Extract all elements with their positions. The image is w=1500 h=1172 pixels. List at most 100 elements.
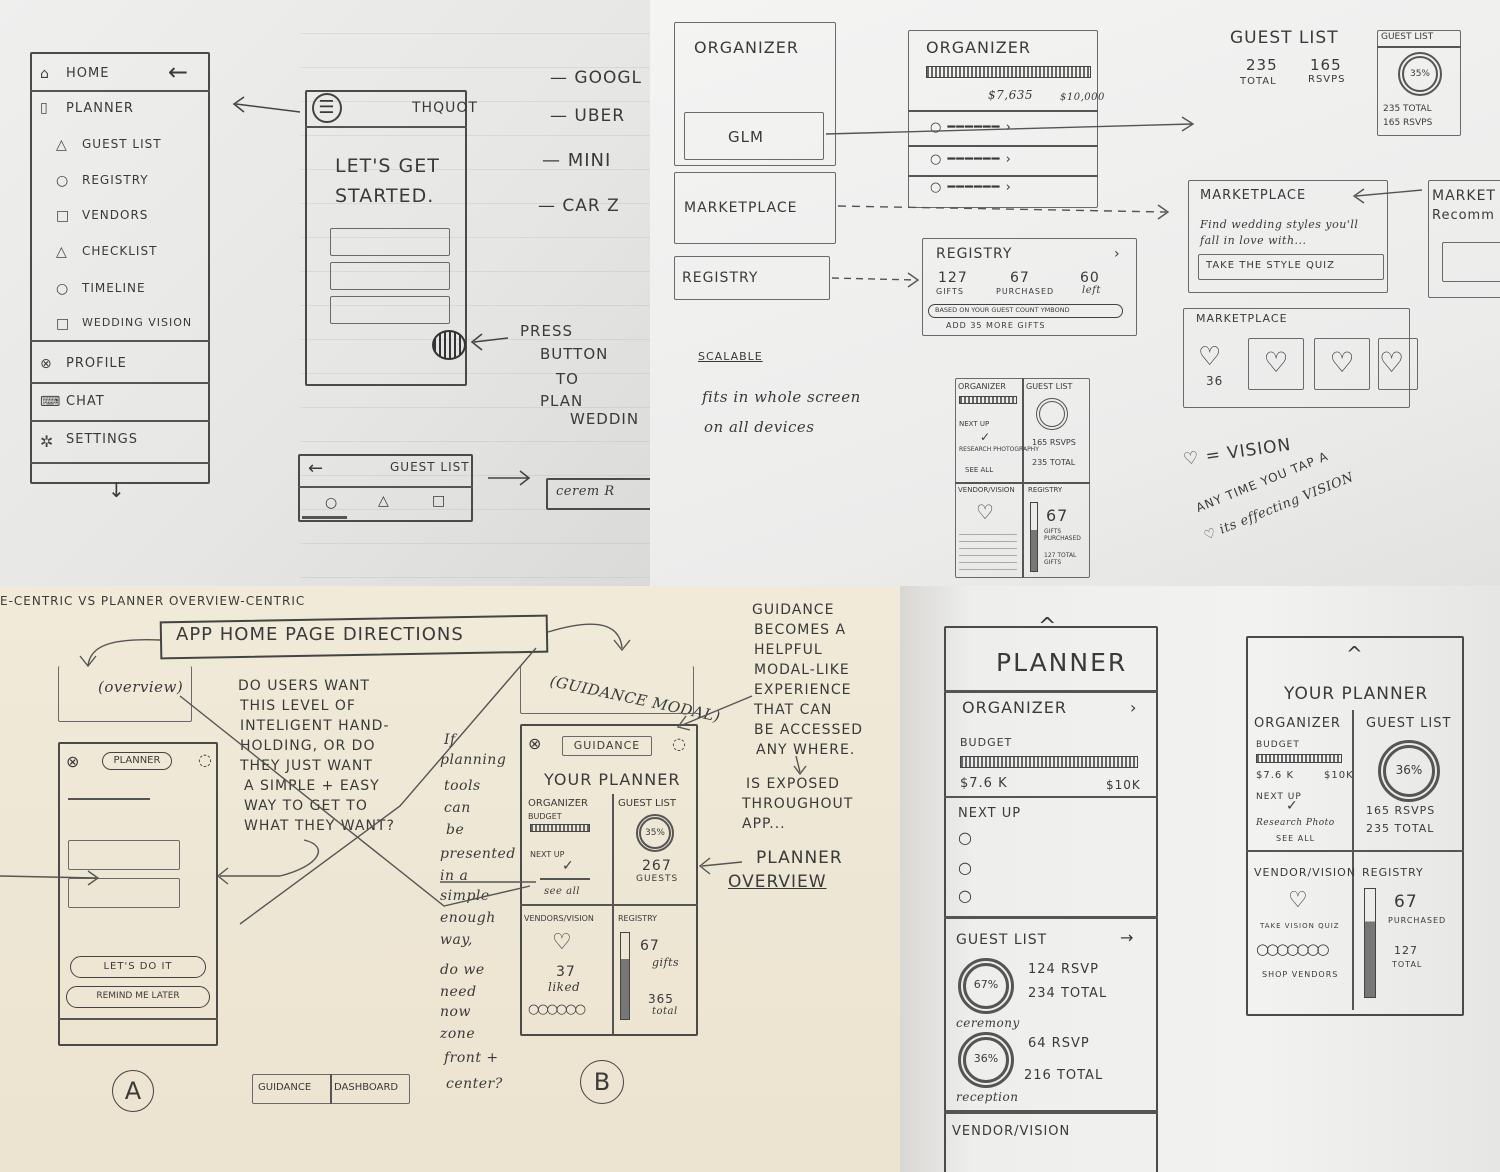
checkmark-icon: ✓ xyxy=(1286,798,1299,814)
planner-pill[interactable]: PLANNER xyxy=(102,752,172,770)
next-task: Research Photo xyxy=(1256,818,1335,828)
task-circle-icon[interactable]: ○ xyxy=(958,858,973,877)
menu-label: VENDORS xyxy=(82,208,149,222)
nav-glm-box[interactable] xyxy=(684,112,824,160)
remind-later-button[interactable]: REMIND ME LATER xyxy=(66,986,210,1008)
marketplace-title: MARKETPLACE xyxy=(1196,312,1288,325)
note-line: PRESS xyxy=(520,322,573,340)
note-line: PLAN xyxy=(540,392,584,410)
guest-progress-ring: 35% xyxy=(636,814,674,852)
guest-total: 235 TOTAL xyxy=(1366,822,1435,835)
menu-label: WEDDING VISION xyxy=(82,316,193,329)
marketplace-gallery-card[interactable] xyxy=(1183,308,1410,408)
reception-percent: 36% xyxy=(973,1052,999,1065)
triangle-icon: △ xyxy=(56,137,67,153)
nav-organizer-box[interactable] xyxy=(674,22,836,166)
task-circle-icon[interactable]: ○ xyxy=(958,828,973,847)
guest-card-line: 165 RSVPS xyxy=(1383,118,1433,128)
note-line: BUTTON xyxy=(540,345,609,363)
guest-list-label: GUEST LIST xyxy=(956,932,1048,948)
marketplace-text: Recomm xyxy=(1432,208,1495,223)
budget-label: BUDGET xyxy=(1256,740,1300,750)
vendor-dots[interactable]: ○○○○○○ xyxy=(528,1002,586,1017)
chevron-up-icon[interactable]: ^ xyxy=(1038,614,1058,639)
chat-icon[interactable]: ◌ xyxy=(672,734,687,753)
note-line: HELPFUL xyxy=(754,642,823,658)
style-quiz-button[interactable] xyxy=(1198,254,1384,280)
partial-tab-label: cerem R xyxy=(556,484,615,499)
back-arrow-icon[interactable]: ← xyxy=(168,58,190,86)
see-all-link[interactable]: see all xyxy=(544,886,581,897)
circle-icon: ○ xyxy=(56,281,69,297)
task-circle-icon[interactable]: ○ xyxy=(958,886,973,905)
ceremony-percent: 67% xyxy=(973,978,999,991)
marketplace-quiz-card[interactable] xyxy=(1188,180,1388,293)
square-icon: □ xyxy=(56,316,70,332)
take-quiz-link[interactable]: TAKE VISION QUIZ xyxy=(1260,922,1340,930)
divider xyxy=(1246,850,1464,852)
annotation-arrows xyxy=(232,96,531,486)
organizer-row-item[interactable]: ○ ━━━━━━ › xyxy=(930,180,1012,195)
plan-button[interactable] xyxy=(432,330,466,360)
divider xyxy=(30,340,210,342)
lets-do-it-button[interactable]: LET'S DO IT xyxy=(70,956,206,978)
input-field[interactable] xyxy=(330,262,450,290)
heart-icon[interactable]: ♡ xyxy=(1288,888,1309,913)
organizer-row-item[interactable]: ○ ━━━━━━ › xyxy=(930,152,1012,167)
tab-guidance[interactable]: GUIDANCE xyxy=(258,1082,312,1093)
circle-tab-icon[interactable]: ○ xyxy=(325,495,339,511)
registry-note-pill xyxy=(928,304,1123,318)
input-field[interactable] xyxy=(330,228,450,256)
style-image[interactable]: ♡ xyxy=(1378,338,1418,390)
see-all-link[interactable]: SEE ALL xyxy=(1276,834,1316,843)
back-arrow-icon[interactable]: ← xyxy=(308,458,325,479)
chat-icon[interactable]: ◌ xyxy=(198,750,213,769)
directions-subheading: E-CENTRIC VS PLANNER OVERVIEW-CENTRIC xyxy=(0,594,306,608)
guest-count-label: GUESTS xyxy=(636,874,679,884)
vendor-dots[interactable]: ○○○○○○○ xyxy=(1256,940,1330,958)
start-heading: STARTED. xyxy=(335,185,435,207)
button-label: LET'S DO IT xyxy=(103,961,173,972)
budget-bar xyxy=(960,756,1138,768)
note-line: in a xyxy=(440,868,469,884)
option-a-label: A xyxy=(112,1070,154,1112)
arrow-right-icon[interactable]: → xyxy=(1120,928,1135,947)
organizer-wireframe xyxy=(908,30,1098,208)
heart-icon[interactable]: ♡ xyxy=(552,930,573,955)
note-line: HOLDING, OR DO xyxy=(240,738,376,754)
phone-b-wireframe xyxy=(520,724,698,1036)
note-line: way, xyxy=(440,932,473,948)
square-tab-icon[interactable]: □ xyxy=(432,493,447,509)
nav-registry-box[interactable] xyxy=(674,256,830,300)
style-image[interactable]: ♡ xyxy=(1314,338,1370,390)
your-planner-title: YOUR PLANNER xyxy=(544,770,681,789)
guidance-pill[interactable]: GUIDANCE xyxy=(562,736,652,756)
sketch-directions-sheet: E-CENTRIC VS PLANNER OVERVIEW-CENTRIC A P… xyxy=(0,586,900,1172)
profile-icon[interactable]: ⊗ xyxy=(66,752,81,771)
menu-label: CHECKLIST xyxy=(82,244,158,258)
mini-label: 235 TOTAL xyxy=(1032,458,1076,467)
heart-icon[interactable]: ♡ xyxy=(1198,342,1223,372)
input-field[interactable] xyxy=(330,296,450,324)
style-image[interactable]: ♡ xyxy=(1248,338,1304,390)
triangle-tab-icon[interactable]: △ xyxy=(378,493,390,509)
guidance-frame xyxy=(520,666,694,714)
annotation-arrows xyxy=(0,623,807,925)
hamburger-icon[interactable]: ☰ xyxy=(312,93,342,123)
your-planner-wireframe xyxy=(1246,636,1464,1016)
registry-card[interactable] xyxy=(922,238,1137,336)
profile-icon[interactable]: ⊗ xyxy=(528,734,543,753)
tab-dashboard[interactable]: DASHBOARD xyxy=(334,1082,399,1093)
checkmark-icon: ✓ xyxy=(980,430,992,444)
nav-marketplace-box[interactable] xyxy=(674,172,836,244)
registry-gifts: 127 xyxy=(938,270,968,286)
chevron-right-icon[interactable]: › xyxy=(1130,698,1138,717)
divider xyxy=(30,420,210,422)
shop-vendors-link[interactable]: SHOP VENDORS xyxy=(1262,970,1339,979)
chevron-up-icon[interactable]: ^ xyxy=(1346,642,1364,666)
divider xyxy=(30,382,210,384)
mini-label: REGISTRY xyxy=(1028,486,1063,494)
ruled-lines xyxy=(300,0,650,586)
guest-list-card[interactable] xyxy=(1377,30,1461,136)
budget-total: $10,000 xyxy=(1060,92,1105,103)
